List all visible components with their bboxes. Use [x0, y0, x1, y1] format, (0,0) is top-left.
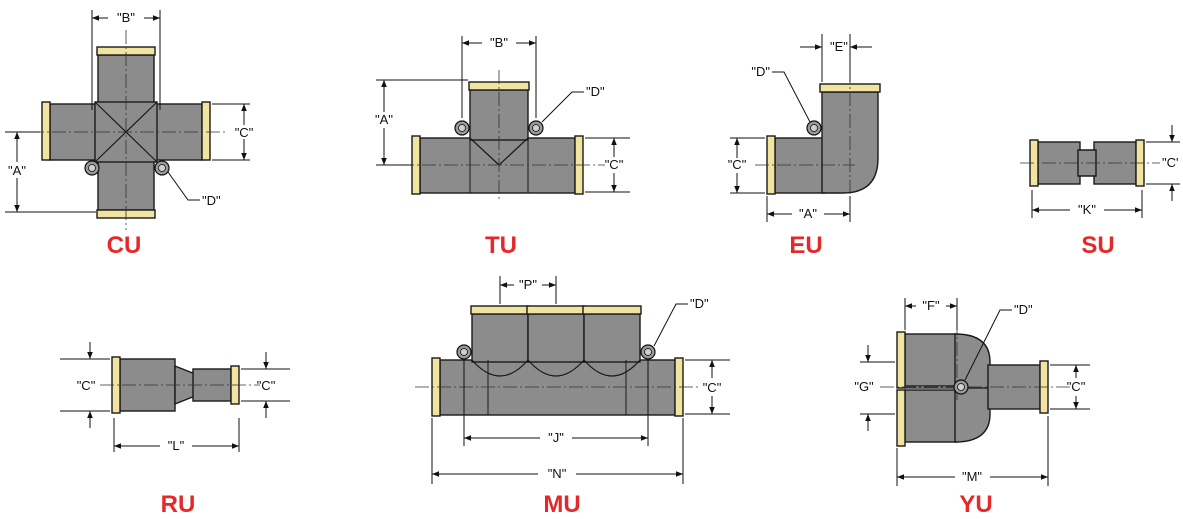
su-dim-c: "C'	[1162, 155, 1179, 170]
tu-dim-b: "B"	[490, 35, 508, 50]
ru-dimensions: "C" "C" "L"	[60, 342, 290, 453]
tu-port-hole	[454, 120, 470, 136]
mu-fitting	[415, 305, 700, 417]
tu-fitting	[400, 70, 605, 200]
cu-dim-d: "D"	[202, 193, 221, 208]
ru-dim-c-left: "C"	[77, 378, 96, 393]
yu-title: YU	[959, 491, 992, 518]
yu-dim-f: "F"	[922, 298, 940, 313]
cu-fitting	[30, 30, 225, 230]
cu-dim-a: "A"	[8, 163, 26, 178]
su-fitting	[1020, 139, 1160, 187]
eu-port-hole	[806, 120, 822, 136]
tu-port-hole	[528, 120, 544, 136]
tu-dim-d: "D"	[586, 84, 605, 99]
tu-dim-a: "A"	[375, 112, 393, 127]
ru-title: RU	[161, 491, 196, 518]
eu-fitting	[755, 70, 881, 200]
yu-fitting	[880, 320, 1070, 447]
eu-dim-d: "D"	[751, 64, 770, 79]
mu-port-hole	[456, 344, 472, 360]
cu-port-hole	[154, 160, 170, 176]
su-dimensions: "C' "K"	[1031, 125, 1180, 218]
eu-dimensions: "E" "D" "C" "A"	[728, 34, 872, 222]
tu-title: TU	[485, 232, 517, 259]
cu-dimensions: "B" "C" "A" "D"	[5, 10, 254, 213]
mu-dim-j: "J"	[548, 430, 564, 445]
tu-dim-c: "C"	[605, 157, 624, 172]
eu-title: EU	[789, 232, 822, 259]
eu-dim-a: "A"	[799, 206, 817, 221]
yu-dimensions: "F" "D" "G" "C" "M"	[854, 298, 1090, 486]
mu-dim-d: "D"	[690, 296, 709, 311]
cu-title: CU	[107, 232, 142, 259]
cu-dim-b: "B"	[117, 10, 135, 25]
mu-title: MU	[543, 491, 580, 518]
su-title: SU	[1081, 232, 1114, 259]
mu-dim-p: "P"	[519, 277, 537, 292]
mu-dimensions: "P" "D" "C" "J" "N"	[431, 276, 730, 484]
cu-dim-c: "C"	[235, 125, 254, 140]
yu-dim-m: "M"	[962, 469, 982, 484]
yu-dim-c: "C"	[1067, 379, 1086, 394]
ru-dim-c-right: "C"	[257, 378, 276, 393]
eu-dim-e: "E"	[830, 39, 848, 54]
ru-fitting	[100, 356, 260, 414]
yu-dim-d: "D"	[1014, 302, 1033, 317]
tu-dimensions: "B" "A" "C" "D"	[375, 35, 630, 193]
eu-dim-c: "C"	[728, 157, 747, 172]
su-dim-k: "K"	[1078, 202, 1096, 217]
mu-dim-c: "C"	[703, 380, 722, 395]
mu-port-hole	[640, 344, 656, 360]
ru-dim-l: "L"	[168, 438, 185, 453]
yu-port-hole	[953, 379, 969, 395]
mu-dim-n: "N"	[548, 466, 567, 481]
cu-port-hole	[84, 160, 100, 176]
yu-dim-g: "G"	[854, 379, 874, 394]
